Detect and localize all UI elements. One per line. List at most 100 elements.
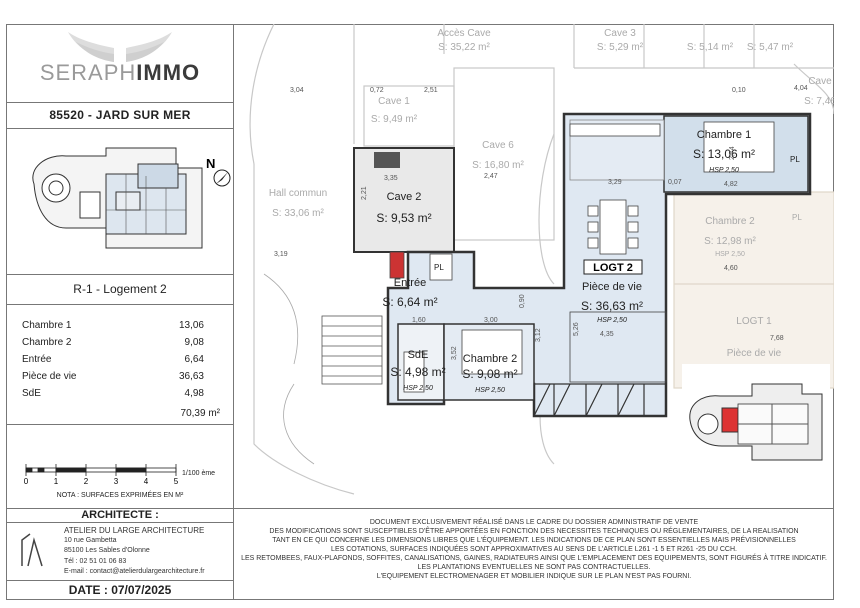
neighbor-name: Cave 6 <box>482 140 514 151</box>
pl-label: PL <box>434 263 444 272</box>
svg-text:4,35: 4,35 <box>600 331 614 338</box>
neighbor-name: Cave 1 <box>378 96 410 107</box>
north-label: N <box>206 156 215 171</box>
scale-ratio: 1/100 ème <box>182 470 216 477</box>
pl-label: PL <box>790 155 800 164</box>
wing-right-icon <box>126 32 172 62</box>
architect-city: 85100 Les Sables d'Olonne <box>64 547 150 554</box>
neighbor-name: LOGT 1 <box>736 316 772 327</box>
neighbor-area: S: 5,47 m² <box>747 42 794 53</box>
room-area: S: 9,53 m² <box>376 211 431 225</box>
svg-text:0,07: 0,07 <box>668 179 682 186</box>
svg-text:2,74: 2,74 <box>729 146 736 160</box>
brand-name: SERAPHIMMO <box>39 60 201 85</box>
room-name: Cave 2 <box>387 191 422 203</box>
scale-tick: 3 <box>114 477 119 484</box>
lot-title: R-1 - Logement 2 <box>6 274 234 305</box>
neighbor-name: Chambre 2 <box>705 216 755 227</box>
svg-text:4,60: 4,60 <box>724 265 738 272</box>
neighbor-area: S: 33,06 m² <box>272 208 324 219</box>
brand-logo: SERAPHIMMO <box>6 24 234 103</box>
note-line: LES COTATIONS, SURFACES INDIQUÉES SONT A… <box>331 546 737 553</box>
neighbor-area: S: 5,14 m² <box>687 42 734 53</box>
room-area: S: 13,06 m² <box>693 147 755 161</box>
logt-label: LOGT 2 <box>593 262 633 274</box>
scale-bar: 0 1 2 3 4 5 1/100 ème NOTA : SURFACES EX… <box>6 424 234 509</box>
scale-tick: 2 <box>84 477 89 484</box>
room-hsp: HSP 2,50 <box>475 387 505 394</box>
svg-text:3,12: 3,12 <box>535 328 542 342</box>
neighbor-area: S: 5,29 m² <box>597 42 644 53</box>
scale-note: NOTA : SURFACES EXPRIMÉES EN M² <box>56 492 184 499</box>
svg-text:7,68: 7,68 <box>770 335 784 342</box>
note-line: DOCUMENT EXCLUSIVEMENT RÉALISÉ DANS LE C… <box>369 519 699 526</box>
room-name: Pièce de vie <box>582 281 642 293</box>
room-name: Chambre 2 <box>463 353 517 365</box>
svg-text:3,52: 3,52 <box>451 346 458 360</box>
neighbor-area: S: 35,22 m² <box>438 42 490 53</box>
surface-total: 70,39 m² <box>180 408 220 419</box>
wing-left-icon <box>68 32 114 62</box>
svg-text:3,29: 3,29 <box>608 179 622 186</box>
architect-tel: Tél : 02 51 01 06 83 <box>64 558 127 565</box>
neighbor-name: Cave 3 <box>604 28 636 39</box>
svg-text:4,04: 4,04 <box>794 85 808 92</box>
svg-text:3,00: 3,00 <box>484 317 498 324</box>
location-title: 85520 - JARD SUR MER <box>6 102 234 129</box>
neighbor-area: S: 7,46 <box>804 96 834 107</box>
date-label: DATE : 07/07/2025 <box>68 583 172 597</box>
room-area: S: 9,08 m² <box>462 367 517 381</box>
room-hsp: HSP 2,50 <box>597 317 627 324</box>
architect-email: E-mail : contact@atelierdulargearchitect… <box>64 568 205 575</box>
room-name: SdE <box>408 349 429 361</box>
svg-text:3,19: 3,19 <box>274 251 288 258</box>
neighbor-area: S: 9,49 m² <box>371 114 418 125</box>
neighbor-name: Pièce de vie <box>727 348 782 359</box>
room-area: S: 4,98 m² <box>390 365 445 379</box>
room-area: S: 6,64 m² <box>382 295 437 309</box>
neighbor-name: Hall commun <box>269 188 327 199</box>
note-line: LES RETOMBEES, FAUX-PLAFONDS, SOFFITES, … <box>241 555 827 562</box>
title-block: SERAPHIMMO 85520 - JARD SUR MER N R-1 - … <box>6 24 234 600</box>
locator-inset <box>682 364 830 468</box>
note-line: LES PLANTATIONS EVENTUELLES NE SONT PAS … <box>417 564 651 571</box>
svg-text:3,35: 3,35 <box>384 175 398 182</box>
room-name: Entrée <box>394 277 426 289</box>
svg-text:0,10: 0,10 <box>732 87 746 94</box>
legal-notes: DOCUMENT EXCLUSIVEMENT RÉALISÉ DANS LE C… <box>234 508 834 600</box>
svg-text:2,51: 2,51 <box>424 87 438 94</box>
room-hsp: HSP 2,50 <box>709 167 739 174</box>
svg-text:1,60: 1,60 <box>412 317 426 324</box>
key-plan: N <box>6 128 234 275</box>
neighbor-hsp: HSP 2,50 <box>715 251 745 258</box>
room-area: S: 36,63 m² <box>581 299 643 313</box>
architect-title: ARCHITECTE : <box>6 508 234 523</box>
north-arrow-icon <box>213 169 231 187</box>
note-line: DES MODIFICATIONS SONT SUSCEPTIBLES D'ÊT… <box>269 528 799 535</box>
svg-text:3,04: 3,04 <box>290 87 304 94</box>
neighbor-area: S: 12,98 m² <box>704 236 756 247</box>
floor-plan: Chambre 1 S: 13,06 m² HSP 2,50 Chambre 2… <box>234 24 834 508</box>
scale-tick: 5 <box>174 477 179 484</box>
svg-text:0,72: 0,72 <box>370 87 384 94</box>
pl-label: PL <box>792 213 802 222</box>
note-line: TANT EN CE QUI CONCERNE LES DIMENSIONS L… <box>272 537 796 544</box>
svg-text:0,90: 0,90 <box>519 294 526 308</box>
svg-text:4,82: 4,82 <box>724 181 738 188</box>
svg-text:2,21: 2,21 <box>361 186 368 200</box>
svg-text:2,47: 2,47 <box>484 173 498 180</box>
scale-tick: 1 <box>54 477 59 484</box>
neighbor-name: Accès Cave <box>437 28 491 39</box>
neighbor-name: Cave <box>808 76 832 87</box>
architect-name: ATELIER DU LARGE ARCHITECTURE <box>64 526 205 535</box>
svg-text:5,26: 5,26 <box>573 322 580 336</box>
room-name: Chambre 1 <box>697 129 751 141</box>
neighbor-area: S: 16,80 m² <box>472 160 524 171</box>
scale-tick: 4 <box>144 477 149 484</box>
